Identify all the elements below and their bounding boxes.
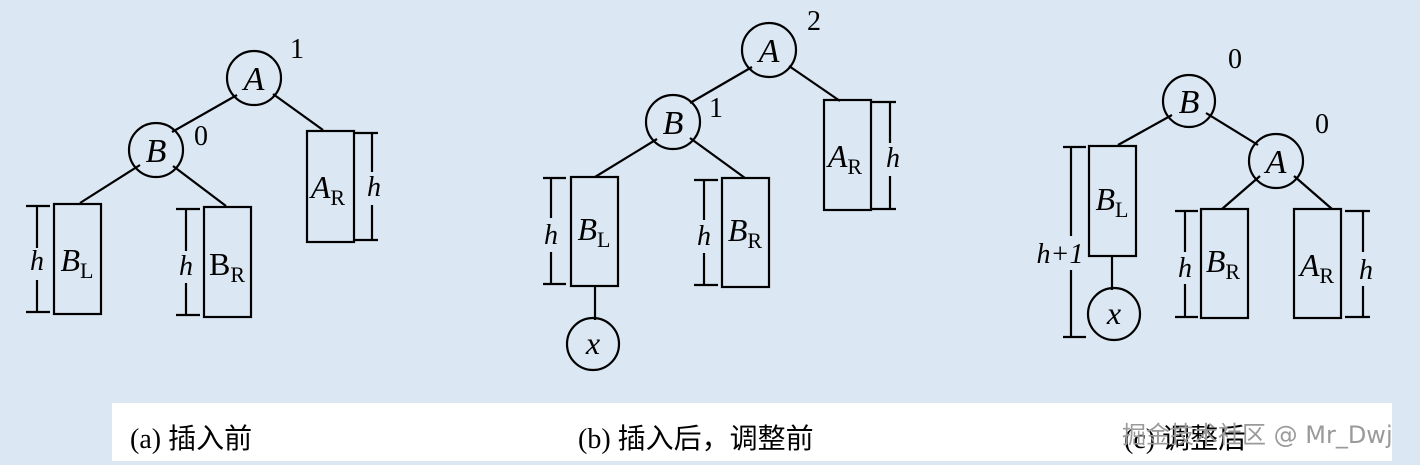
subtree-ar-sub: R <box>847 154 862 179</box>
node-a-letter: A <box>757 33 780 70</box>
subtree-bl-main: B <box>578 211 598 247</box>
svg-text:AR: AR <box>1298 247 1335 288</box>
subtree-br: BR h <box>1175 207 1250 320</box>
svg-text:AR: AR <box>826 138 863 179</box>
subtree-bl: BL h+1 <box>1037 144 1138 339</box>
subtree-ar-height: h <box>367 172 381 203</box>
svg-text:BR: BR <box>209 246 245 287</box>
node-x: x <box>565 316 621 372</box>
node-a-balance-factor: 1 <box>290 34 304 65</box>
node-a-letter: A <box>1264 144 1287 181</box>
svg-text:BR: BR <box>1206 243 1241 284</box>
subtree-br-main: B <box>728 212 748 248</box>
watermark: 掘金技术社区 @ Mr_Dwj <box>1122 421 1393 449</box>
caption-c: (c) 调整后 <box>1124 424 1247 455</box>
svg-text:BL: BL <box>578 211 611 252</box>
subtree-br-main: B <box>1206 243 1226 279</box>
subtree-br-height: h <box>179 251 193 282</box>
subtree-bl-sub: L <box>1115 197 1128 222</box>
node-b: B 0 <box>1161 44 1242 129</box>
subtree-bl-height: h+1 <box>1037 239 1084 270</box>
subtree-ar-main: A <box>826 138 848 174</box>
svg-text:BL: BL <box>61 242 94 283</box>
node-a-letter: A <box>242 61 265 98</box>
node-b-letter: B <box>1179 84 1200 121</box>
subtree-ar-height: h <box>1359 255 1373 286</box>
svg-text:BL: BL <box>1096 181 1129 222</box>
svg-text:AR: AR <box>309 169 346 210</box>
subtree-bl: BL h <box>543 175 620 288</box>
subtree-br-sub: R <box>230 262 245 287</box>
caption-b: (b) 插入后，调整前 <box>578 424 814 455</box>
subtree-br-height: h <box>697 221 711 252</box>
subtree-ar-main: A <box>309 169 331 205</box>
node-b-letter: B <box>663 105 684 142</box>
subtree-ar-main: A <box>1298 247 1320 283</box>
subtree-br-sub: R <box>1225 259 1240 284</box>
subtree-bl-main: B <box>61 242 81 278</box>
node-b: B 1 <box>644 93 723 151</box>
node-b-balance-factor: 0 <box>194 121 208 152</box>
subtree-ar-sub: R <box>1319 263 1334 288</box>
svg-text:BR: BR <box>728 212 763 253</box>
node-a-balance-factor: 2 <box>807 6 821 37</box>
subtree-bl-sub: L <box>80 258 93 283</box>
subtree-br: BR h <box>176 205 253 319</box>
subtree-br-height: h <box>1178 253 1192 284</box>
subtree-ar: AR h <box>822 98 900 212</box>
node-b-balance-factor: 0 <box>1228 44 1242 75</box>
subtree-ar-height: h <box>886 143 900 174</box>
subtree-br-main: B <box>209 246 230 282</box>
node-b-balance-factor: 1 <box>709 93 723 124</box>
caption-a: (a) 插入前 <box>130 424 253 455</box>
diagram-b: A 2 B 1 x BL h BR <box>543 6 900 372</box>
subtree-bl: BL h <box>26 202 103 316</box>
node-b: B 0 <box>127 121 208 179</box>
node-x-letter: x <box>1106 295 1121 331</box>
subtree-ar-sub: R <box>330 185 345 210</box>
diagram-c: B 0 A 0 x BL h+1 BR <box>1037 44 1373 342</box>
node-x-letter: x <box>585 325 600 361</box>
node-a: A 0 <box>1247 109 1329 190</box>
subtree-bl-main: B <box>1096 181 1116 217</box>
caption-bar <box>112 403 1392 461</box>
subtree-bl-height: h <box>544 220 558 251</box>
node-a: A 2 <box>740 6 821 79</box>
diagram-a: A 1 B 0 BL h BR h <box>26 34 381 319</box>
node-b-letter: B <box>146 133 167 170</box>
subtree-ar: AR h <box>1292 207 1373 320</box>
subtree-bl-sub: L <box>597 227 610 252</box>
node-a: A 1 <box>225 34 304 107</box>
subtree-ar: AR h <box>305 129 381 244</box>
subtree-br-sub: R <box>747 228 762 253</box>
subtree-br: BR h <box>694 176 771 289</box>
subtree-bl-height: h <box>30 246 44 277</box>
node-a-balance-factor: 0 <box>1315 109 1329 140</box>
node-x: x <box>1086 286 1142 342</box>
